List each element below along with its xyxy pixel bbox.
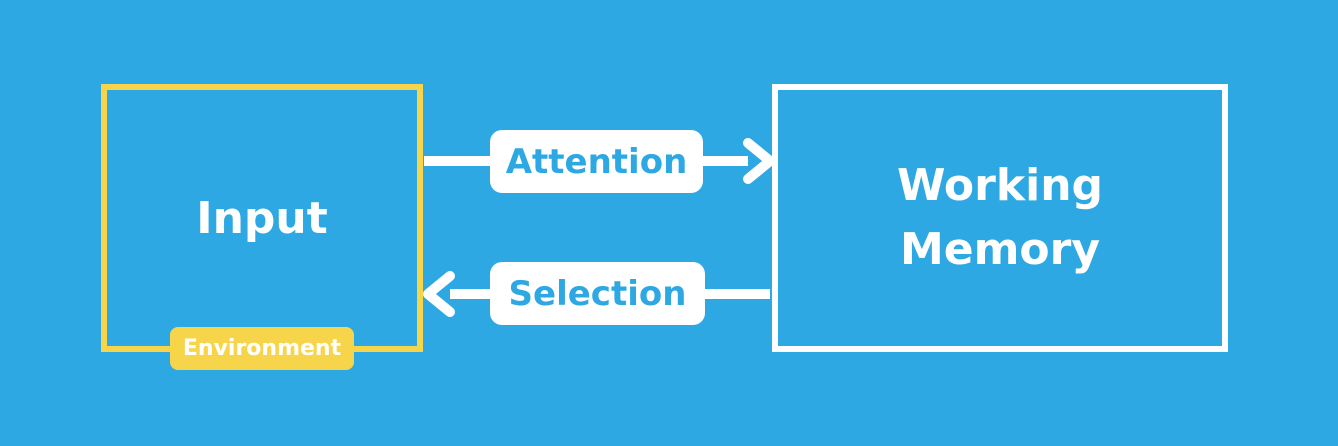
attention-arrow-head bbox=[743, 138, 775, 184]
selection-label-text: Selection bbox=[508, 273, 687, 314]
attention-label-text: Attention bbox=[505, 141, 688, 182]
working-memory-label-line1: Working bbox=[896, 160, 1104, 211]
working-memory-label-line2: Memory bbox=[899, 224, 1101, 275]
working-memory-node: Working Memory bbox=[772, 84, 1228, 352]
input-node-label: Input bbox=[196, 192, 328, 244]
selection-arrow-head bbox=[423, 271, 455, 317]
input-node: Input bbox=[101, 84, 423, 352]
environment-badge-label: Environment bbox=[182, 336, 342, 361]
environment-badge: Environment bbox=[170, 327, 354, 370]
selection-label: Selection bbox=[490, 262, 705, 325]
attention-label: Attention bbox=[490, 130, 703, 193]
